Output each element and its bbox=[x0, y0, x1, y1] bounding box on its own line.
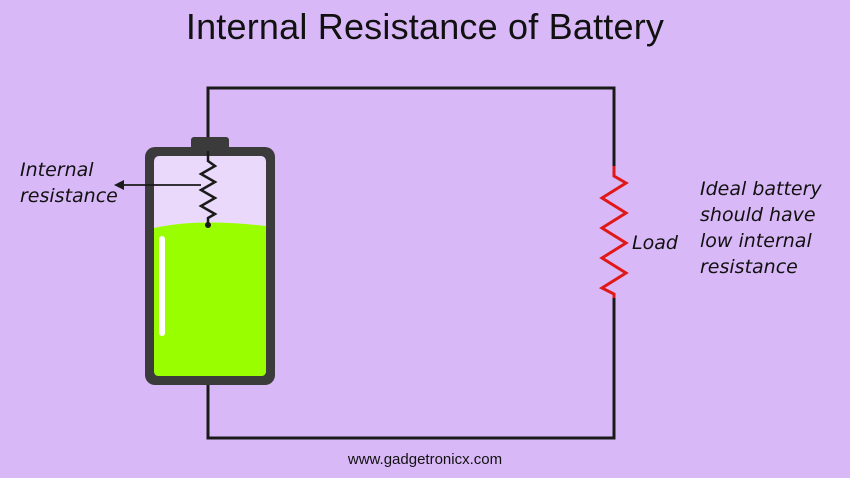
note-line-3: low internal bbox=[700, 230, 812, 252]
wire-top bbox=[206, 86, 616, 166]
arrow-left-icon bbox=[114, 180, 201, 190]
note-line-2: should have bbox=[700, 204, 816, 226]
website-url: www.gadgetronicx.com bbox=[347, 451, 503, 468]
load-resistor-icon bbox=[598, 166, 629, 298]
note-line-4: resistance bbox=[700, 256, 798, 278]
battery-icon bbox=[145, 137, 275, 385]
ideal-battery-note: Ideal battery should have low internal r… bbox=[700, 176, 822, 280]
note-line-1: Ideal battery bbox=[700, 178, 822, 200]
battery-highlight bbox=[159, 236, 165, 336]
circuit-wires bbox=[206, 86, 616, 440]
load-label: Load bbox=[632, 232, 678, 254]
page-title: Internal Resistance of Battery bbox=[185, 6, 665, 47]
internal-resistance-label-line-1: Internal bbox=[20, 159, 94, 181]
internal-resistor-icon bbox=[198, 151, 218, 228]
battery-charge-level bbox=[154, 222, 266, 376]
wire-bottom bbox=[206, 298, 616, 440]
internal-resistance-label: Internal resistance bbox=[20, 157, 118, 209]
internal-resistance-label-line-2: resistance bbox=[20, 185, 118, 207]
